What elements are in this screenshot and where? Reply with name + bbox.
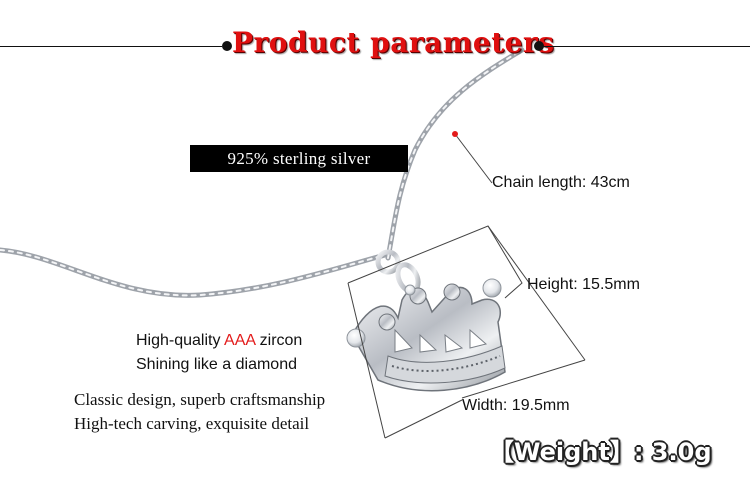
- zircon-feature: High-quality AAA zircon: [136, 332, 302, 350]
- crown-pendant: [346, 278, 506, 392]
- weight-label: 【Weight】: 3.0g: [490, 438, 712, 466]
- chain: [0, 47, 525, 298]
- shine-feature: Shining like a diamond: [136, 356, 297, 373]
- header-rule-right: [540, 46, 750, 47]
- design-feature: Classic design, superb craftsmanship: [74, 390, 326, 409]
- zircon-grade: AAA: [224, 332, 256, 349]
- leader-lines: [347, 133, 586, 439]
- zircon-suffix: zircon: [255, 332, 303, 349]
- zircon-prefix: High-quality: [136, 332, 225, 349]
- zircon-right: [482, 278, 502, 298]
- zircon-small: [404, 284, 416, 296]
- carving-feature: High-tech carving, exquisite detail: [74, 414, 310, 433]
- chain-marker-dot: [452, 131, 458, 137]
- width-label: Width: 19.5mm: [462, 397, 570, 414]
- section-title: Product parameters: [232, 26, 555, 59]
- header-dot-left: [222, 41, 232, 51]
- chain-length-label: Chain length: 43cm: [492, 174, 630, 191]
- height-label: Height: 15.5mm: [527, 276, 640, 293]
- material-badge: 925% sterling silver: [190, 145, 408, 172]
- header-rule-left: [0, 46, 222, 47]
- header-dot-right: [534, 41, 544, 51]
